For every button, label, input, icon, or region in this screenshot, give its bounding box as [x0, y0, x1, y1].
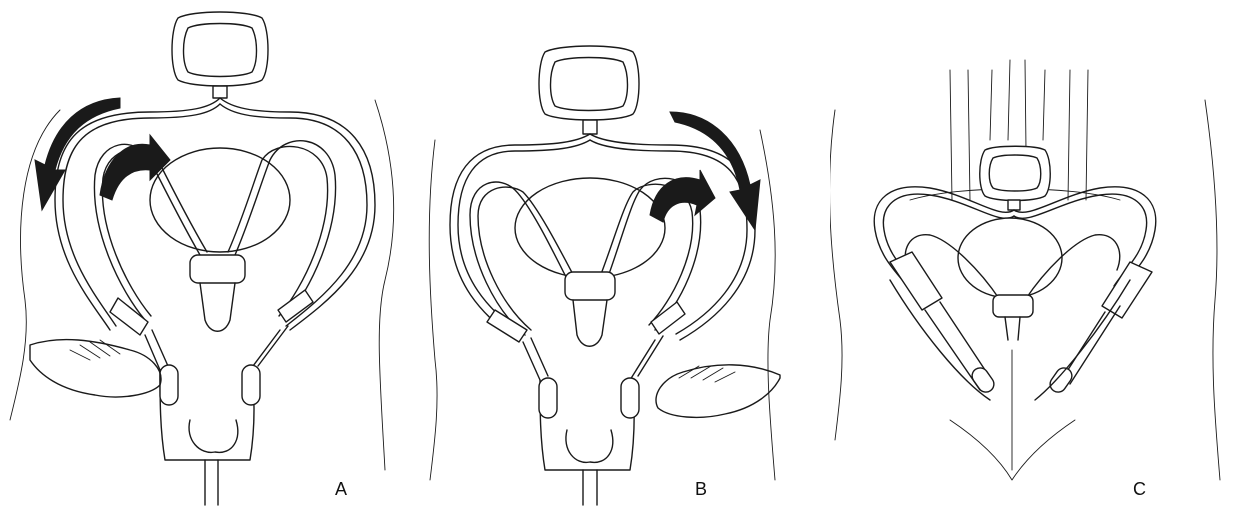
- body-outline-right: [1205, 100, 1220, 480]
- panel-b: B: [415, 0, 830, 512]
- tip-right: [621, 378, 639, 418]
- glans: [566, 430, 613, 462]
- connector-left: [890, 252, 942, 310]
- urethra-upper: [573, 300, 607, 346]
- panel-label-b: B: [695, 480, 707, 498]
- panel-label-a: A: [335, 480, 347, 498]
- tip-right: [242, 365, 260, 405]
- cylinder-left: [523, 338, 548, 380]
- body-outline-left: [429, 140, 437, 480]
- tip-left: [539, 378, 557, 418]
- tip-left: [969, 365, 997, 395]
- cylinder-left: [145, 330, 168, 370]
- shaft-stem: [583, 470, 597, 505]
- cylinder-right: [250, 326, 288, 370]
- midline: [950, 350, 1075, 480]
- prostate: [565, 272, 615, 300]
- reservoir-neck: [583, 120, 597, 134]
- hand: [656, 365, 780, 418]
- prostate: [993, 295, 1033, 317]
- glans: [189, 420, 238, 452]
- body-outline-right: [375, 100, 394, 470]
- connector-left: [487, 310, 527, 342]
- urethra-upper: [200, 283, 235, 331]
- panel-c: C: [830, 0, 1245, 512]
- connector-right: [1102, 262, 1152, 318]
- panel-a-drawing: [0, 0, 415, 512]
- hand-fingers: [679, 366, 735, 382]
- urethra-upper: [1005, 317, 1020, 340]
- panel-label-c: C: [1133, 480, 1146, 498]
- prostate: [190, 255, 245, 283]
- tip-left: [160, 365, 178, 405]
- reservoir-neck: [213, 86, 227, 98]
- panel-b-drawing: [415, 0, 830, 512]
- hand: [30, 340, 161, 397]
- panel-c-drawing: [830, 0, 1245, 512]
- body-outline-left: [830, 110, 842, 440]
- cylinder-right: [630, 336, 663, 380]
- shaft-stem: [205, 460, 218, 505]
- panel-a: A: [0, 0, 415, 512]
- tip-right: [1047, 365, 1075, 395]
- bladder: [958, 218, 1062, 298]
- rotation-arrow-outer: [670, 112, 760, 230]
- hand-fingers: [70, 340, 120, 360]
- connector-right: [651, 302, 685, 334]
- bladder: [515, 178, 665, 278]
- rotation-arrow-inner: [650, 170, 715, 222]
- body-outline-right: [760, 130, 775, 480]
- reservoir-neck: [1008, 200, 1020, 210]
